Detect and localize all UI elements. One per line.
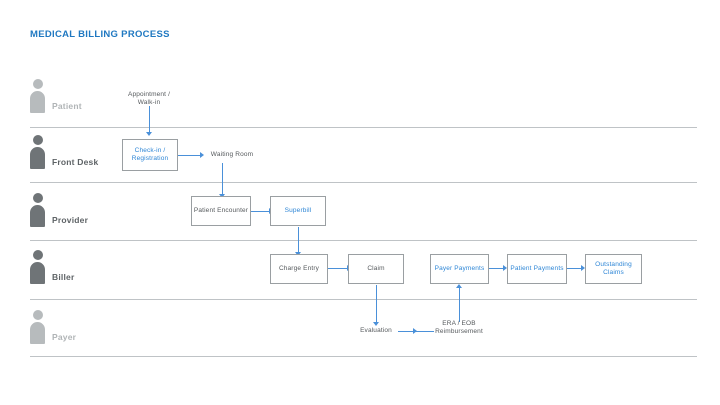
lane-actor-payer: Payer	[30, 310, 76, 344]
connector-encounter-superbill	[250, 211, 269, 212]
connector-payerpayments-patientpayments	[489, 268, 505, 269]
arrowhead-right	[200, 152, 204, 158]
node-evaluation[interactable]: Evaluation	[360, 326, 392, 334]
lane-divider-patient	[30, 127, 697, 128]
lane-divider-front-desk	[30, 182, 697, 183]
arrowhead-down	[373, 322, 379, 326]
arrowhead-down	[146, 132, 152, 136]
connector-eraeob-payerpayments	[459, 288, 460, 322]
lane-label-front-desk: Front Desk	[52, 157, 99, 167]
arrowhead-right	[503, 265, 507, 271]
person-icon	[30, 79, 45, 113]
connector-chargeentry-claim	[328, 268, 347, 269]
lane-actor-provider: Provider	[30, 193, 88, 227]
node-superbill[interactable]: Superbill	[270, 196, 326, 226]
lane-divider-payer	[30, 356, 697, 357]
arrowhead-up	[456, 284, 462, 288]
person-icon	[30, 250, 45, 284]
lane-actor-biller: Biller	[30, 250, 74, 284]
node-payer-payments[interactable]: Payer Payments	[430, 254, 489, 284]
node-patient-encounter[interactable]: Patient Encounter	[191, 196, 251, 226]
person-icon	[30, 135, 45, 169]
person-icon	[30, 310, 45, 344]
connector-patientpayments-outstanding	[567, 268, 583, 269]
node-waiting-room[interactable]: Waiting Room	[210, 150, 254, 158]
connector-claim-evaluation	[376, 285, 377, 322]
arrowhead-right	[581, 265, 585, 271]
node-claim[interactable]: Claim	[348, 254, 404, 284]
lane-label-patient: Patient	[52, 101, 82, 111]
connector-appointment-checkin	[149, 106, 150, 132]
page-title: MEDICAL BILLING PROCESS	[30, 29, 170, 40]
connector-checkin-waitingroom	[177, 155, 200, 156]
lane-actor-front-desk: Front Desk	[30, 135, 98, 169]
node-charge-entry[interactable]: Charge Entry	[270, 254, 328, 284]
node-patient-payments[interactable]: Patient Payments	[507, 254, 567, 284]
node-checkin-registration[interactable]: Check-in /Registration	[122, 139, 178, 171]
lane-divider-provider	[30, 240, 697, 241]
connector-superbill-chargeentry	[298, 227, 299, 252]
node-appointment[interactable]: Appointment /Walk-in	[127, 90, 171, 106]
lane-divider-biller	[30, 299, 697, 300]
connector-waitingroom-encounter	[222, 163, 223, 194]
lane-label-payer: Payer	[52, 332, 77, 342]
lane-label-biller: Biller	[52, 272, 75, 282]
arrowhead-right	[413, 328, 417, 334]
lane-label-provider: Provider	[52, 215, 89, 225]
lane-actor-patient: Patient	[30, 79, 82, 113]
person-icon	[30, 193, 45, 227]
